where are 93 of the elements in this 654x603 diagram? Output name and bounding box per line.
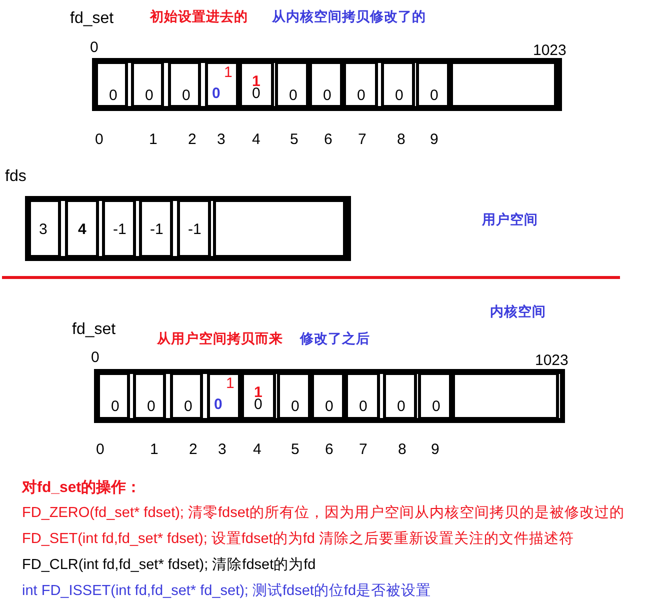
- index-number: 9: [431, 441, 440, 459]
- cell-value: -1: [150, 222, 164, 238]
- caption-text: 初始设置进去的: [150, 8, 248, 26]
- index-number: 4: [252, 131, 260, 149]
- index-number: 3: [217, 131, 226, 149]
- index-number: 8: [398, 441, 406, 459]
- array-cell: [343, 61, 378, 108]
- cell-value: 0: [109, 88, 118, 104]
- array-cell: [28, 199, 61, 258]
- cell-value: -1: [188, 222, 202, 238]
- bit-position: 0: [91, 349, 100, 367]
- cell-value: 0: [252, 86, 260, 102]
- array-cell: [241, 372, 276, 420]
- array-cell: [416, 61, 450, 108]
- array-cell: [168, 61, 201, 108]
- array-cell: [170, 372, 203, 420]
- heading-text: 对fd_set的操作：: [22, 479, 142, 497]
- array-cell: [95, 61, 128, 108]
- array-cell: [452, 372, 559, 420]
- bit-position: 1023: [533, 42, 566, 60]
- array-cell: [275, 61, 309, 108]
- cell-value: -1: [113, 222, 126, 238]
- cell-value: 0: [254, 397, 262, 413]
- array-cell: [97, 372, 130, 420]
- code-note: FD_ZERO(fd_set* fdset); 清零fdset的所有位，因为用户空间从内核空间拷贝的是被修改过的: [22, 504, 624, 522]
- caption-text: 修改了之后: [300, 330, 370, 348]
- array-cell: [207, 372, 241, 420]
- index-number: 7: [358, 131, 366, 149]
- index-number: 3: [218, 441, 226, 459]
- cell-value: 0: [212, 86, 220, 102]
- array-name: fds: [5, 168, 26, 186]
- cell-value: 0: [111, 399, 120, 415]
- cell-value: 0: [395, 88, 404, 104]
- cell-value: 0: [184, 399, 192, 415]
- array-cell: [450, 61, 557, 108]
- index-number: 0: [96, 441, 104, 459]
- cell-value: 0: [323, 88, 332, 104]
- bit-position: 0: [90, 39, 98, 57]
- cell-value: 0: [325, 399, 334, 415]
- array-cell: [65, 199, 99, 258]
- cell-value: 3: [39, 222, 48, 238]
- array-cell: [133, 372, 166, 420]
- index-number: 8: [397, 131, 406, 149]
- array-name: fd_set: [72, 321, 116, 339]
- array-cell: [131, 61, 164, 108]
- index-number: 0: [95, 131, 104, 149]
- cell-value: 0: [289, 88, 298, 104]
- cell-value: 0: [182, 88, 190, 104]
- cell-value: 0: [147, 399, 156, 415]
- cell-value: 0: [291, 399, 300, 415]
- index-number: 5: [290, 131, 298, 149]
- array-cell: [239, 61, 274, 108]
- cell-value: 0: [430, 88, 438, 104]
- index-number: 4: [253, 441, 262, 459]
- cell-value: 4: [78, 222, 86, 238]
- array-name: fd_set: [70, 10, 114, 28]
- cell-value: 1: [224, 65, 232, 81]
- array-cell: [345, 372, 380, 420]
- cell-value: 0: [359, 399, 368, 415]
- array-cell: [418, 372, 452, 420]
- index-number: 2: [188, 131, 196, 149]
- cell-value: 0: [357, 88, 366, 104]
- cell-value: 0: [214, 397, 222, 413]
- array-cell: [311, 372, 345, 420]
- index-number: 6: [324, 131, 332, 149]
- index-number: 1: [149, 131, 158, 149]
- cell-value: 0: [397, 399, 406, 415]
- code-note: FD_SET(int fd,fd_set* fdset); 设置fdset的为fd 清除之后要重新设置关注的文件描述符: [22, 530, 574, 548]
- index-number: 2: [189, 441, 198, 459]
- index-number: 9: [430, 131, 438, 149]
- caption-text: 从内核空间拷贝修改了的: [272, 8, 426, 26]
- array-cell: [205, 61, 239, 108]
- bit-position: 1023: [535, 352, 568, 370]
- array-cell: [139, 199, 173, 258]
- array-cell: [102, 199, 136, 258]
- code-note: int FD_ISSET(int fd,fd_set* fd_set); 测试fdset的位fd是否被设置: [22, 582, 432, 600]
- array-cell: [309, 61, 343, 108]
- code-note: FD_CLR(int fd,fd_set* fdset); 清除fdset的为fd: [22, 556, 316, 574]
- cell-value: 0: [145, 88, 154, 104]
- caption-text: 从用户空间拷贝而来: [157, 330, 283, 348]
- index-number: 5: [291, 441, 300, 459]
- array-cell: [177, 199, 211, 258]
- index-number: 1: [150, 441, 158, 459]
- array-cell: [213, 199, 346, 258]
- index-number: 6: [325, 441, 334, 459]
- region-label: 内核空间: [490, 303, 546, 321]
- array-cell: [381, 61, 415, 108]
- index-number: 7: [359, 441, 368, 459]
- array-cell: [383, 372, 417, 420]
- array-cell: [277, 372, 311, 420]
- region-label: 用户空间: [482, 211, 538, 229]
- cell-value: 1: [226, 376, 234, 392]
- cell-value: 0: [432, 399, 440, 415]
